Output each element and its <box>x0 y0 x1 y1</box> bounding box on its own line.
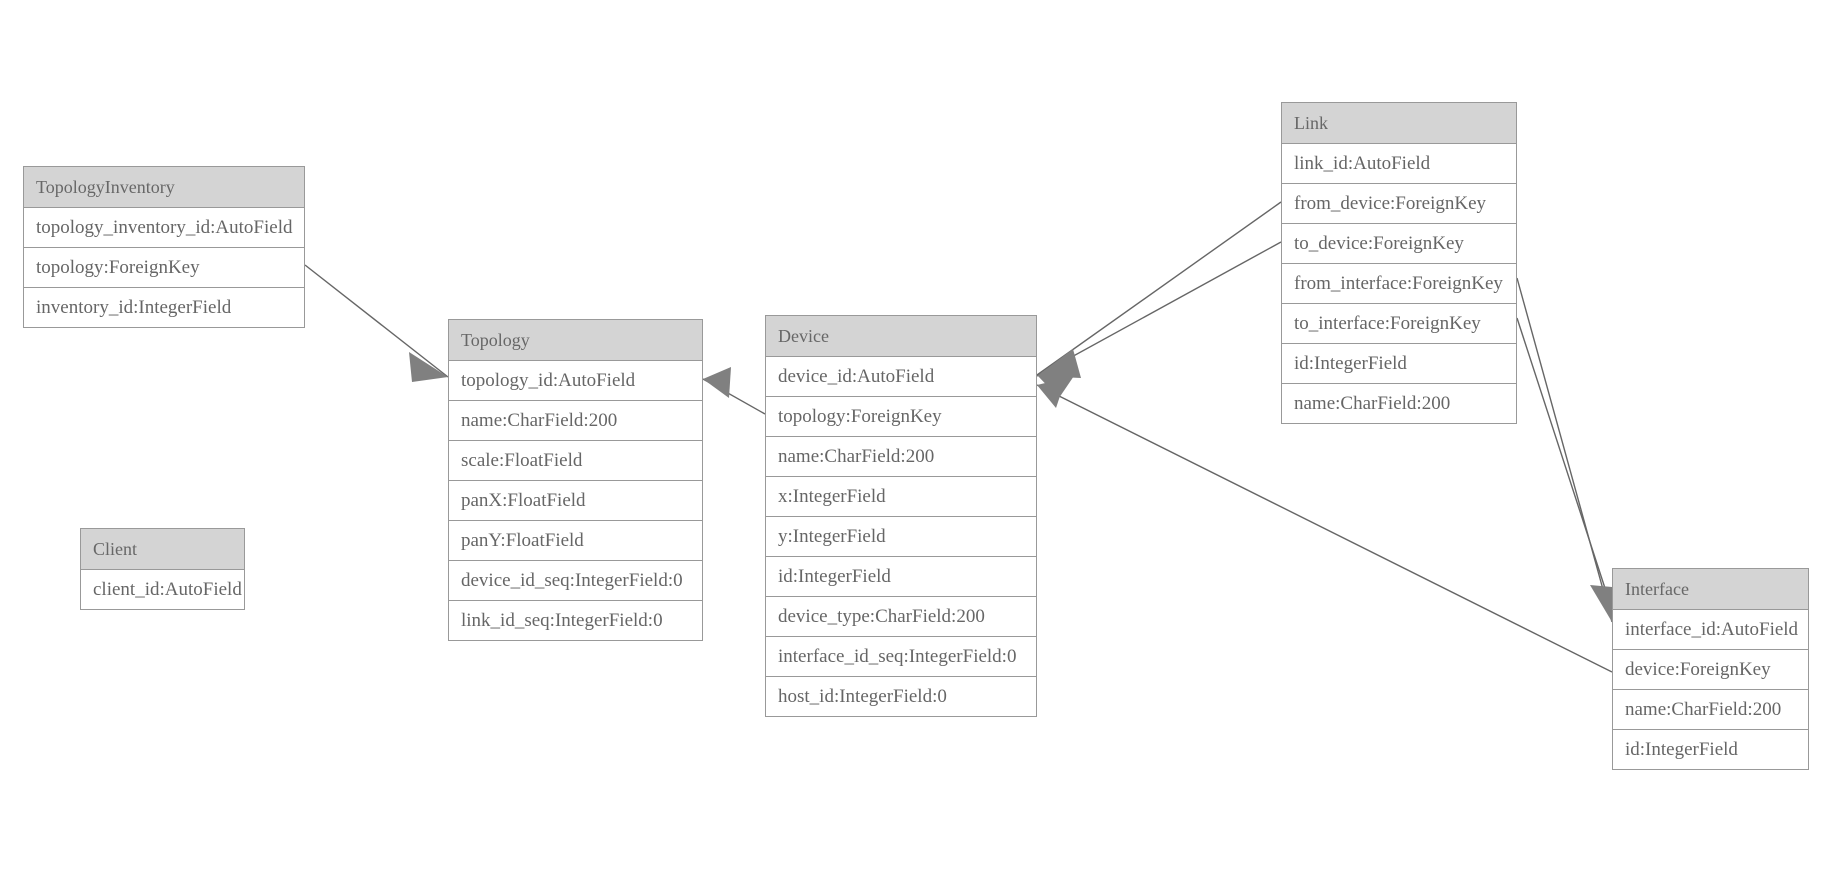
entity-field[interactable]: device_id_seq:IntegerField:0 <box>449 561 702 601</box>
entity-field[interactable]: name:CharField:200 <box>449 401 702 441</box>
entity-field[interactable]: from_interface:ForeignKey <box>1282 264 1516 304</box>
edge-topologyinventory-topology <box>304 264 449 382</box>
entity-field[interactable]: interface_id:AutoField <box>1613 610 1808 650</box>
entity-field[interactable]: topology:ForeignKey <box>24 248 304 288</box>
entity-field[interactable]: device_type:CharField:200 <box>766 597 1036 637</box>
entity-field[interactable]: topology:ForeignKey <box>766 397 1036 437</box>
entity-field[interactable]: topology_id:AutoField <box>449 361 702 401</box>
entity-topologyinventory[interactable]: TopologyInventory topology_inventory_id:… <box>23 166 305 328</box>
entity-field[interactable]: link_id:AutoField <box>1282 144 1516 184</box>
entity-client[interactable]: Client client_id:AutoField <box>80 528 245 610</box>
entity-field[interactable]: device_id:AutoField <box>766 357 1036 397</box>
entity-device[interactable]: Device device_id:AutoField topology:Fore… <box>765 315 1037 717</box>
edge-device-topology <box>702 367 766 415</box>
entity-field[interactable]: from_device:ForeignKey <box>1282 184 1516 224</box>
entity-field[interactable]: to_interface:ForeignKey <box>1282 304 1516 344</box>
entity-field[interactable]: name:CharField:200 <box>766 437 1036 477</box>
edge-link-to-interface <box>1516 317 1623 623</box>
edge-link-from-device <box>1036 201 1282 398</box>
entity-title-client: Client <box>81 529 244 570</box>
entity-field[interactable]: id:IntegerField <box>1613 730 1808 769</box>
entity-title-interface: Interface <box>1613 569 1808 610</box>
entity-field[interactable]: y:IntegerField <box>766 517 1036 557</box>
edge-link-from-interface <box>1516 277 1613 623</box>
entity-field[interactable]: inventory_id:IntegerField <box>24 288 304 327</box>
entity-topology[interactable]: Topology topology_id:AutoField name:Char… <box>448 319 703 641</box>
entity-field[interactable]: to_device:ForeignKey <box>1282 224 1516 264</box>
entity-field[interactable]: scale:FloatField <box>449 441 702 481</box>
entity-field[interactable]: host_id:IntegerField:0 <box>766 677 1036 716</box>
entity-field[interactable]: name:CharField:200 <box>1613 690 1808 730</box>
entity-title-link: Link <box>1282 103 1516 144</box>
entity-field[interactable]: id:IntegerField <box>766 557 1036 597</box>
entity-interface[interactable]: Interface interface_id:AutoField device:… <box>1612 568 1809 770</box>
entity-title-device: Device <box>766 316 1036 357</box>
edge-link-to-device <box>1036 241 1282 378</box>
entity-field[interactable]: client_id:AutoField <box>81 570 244 609</box>
entity-field[interactable]: topology_inventory_id:AutoField <box>24 208 304 248</box>
entity-field[interactable]: panX:FloatField <box>449 481 702 521</box>
entity-field[interactable]: name:CharField:200 <box>1282 384 1516 423</box>
entity-field[interactable]: device:ForeignKey <box>1613 650 1808 690</box>
entity-title-topologyinventory: TopologyInventory <box>24 167 304 208</box>
entity-field[interactable]: interface_id_seq:IntegerField:0 <box>766 637 1036 677</box>
entity-field[interactable]: panY:FloatField <box>449 521 702 561</box>
entity-field[interactable]: id:IntegerField <box>1282 344 1516 384</box>
entity-field[interactable]: link_id_seq:IntegerField:0 <box>449 601 702 640</box>
entity-link[interactable]: Link link_id:AutoField from_device:Forei… <box>1281 102 1517 424</box>
entity-field[interactable]: x:IntegerField <box>766 477 1036 517</box>
entity-title-topology: Topology <box>449 320 702 361</box>
